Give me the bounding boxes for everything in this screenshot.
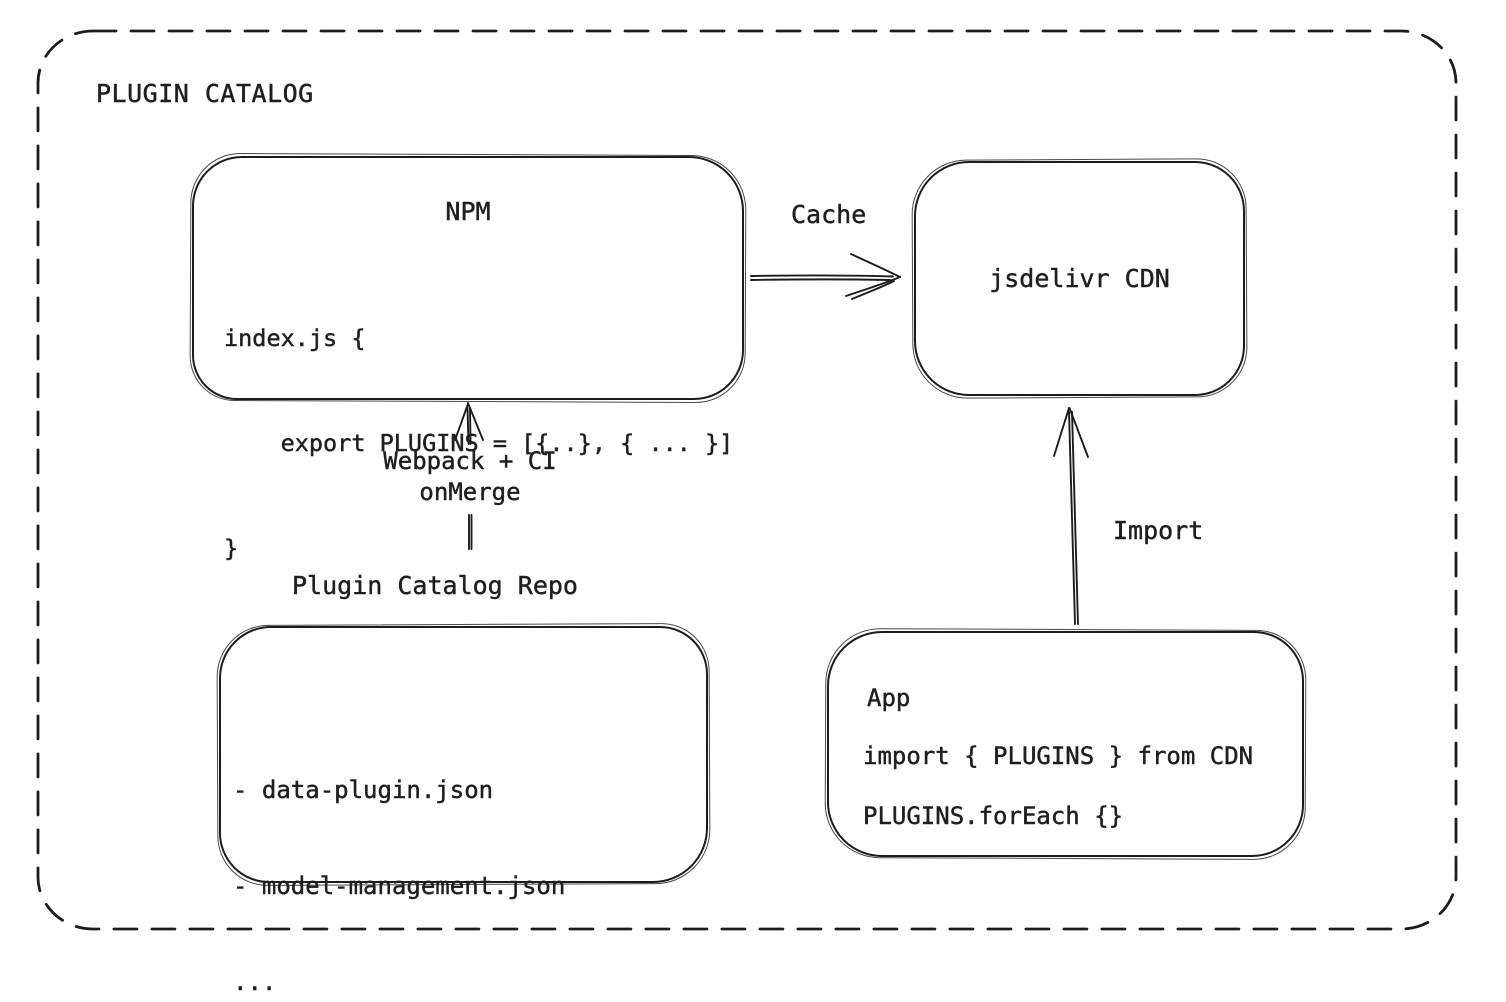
- npm-code-block: index.js { export PLUGINS = [{..}, { ...…: [224, 251, 734, 636]
- repo-file-list: - data-plugin.json - model-management.js…: [233, 710, 698, 1002]
- cache-arrow: [750, 253, 901, 300]
- app-code-line: import { PLUGINS } from CDN: [863, 742, 1254, 770]
- repo-node-label: Plugin Catalog Repo: [292, 571, 578, 600]
- npm-node: NPM index.js { export PLUGINS = [{..}, {…: [192, 156, 744, 562]
- build-arrow: [454, 402, 484, 550]
- npm-code-line: }: [224, 534, 239, 562]
- npm-code-line: index.js {: [224, 324, 366, 352]
- cdn-node-label: jsdelivr CDN: [989, 264, 1170, 293]
- build-edge-label-line: onMerge: [419, 478, 521, 506]
- app-node: App import { PLUGINS } from CDN PLUGINS.…: [827, 631, 1304, 857]
- app-code-line: PLUGINS.forEach {}: [863, 802, 1124, 830]
- app-node-title: App: [867, 684, 911, 712]
- import-arrow: [1053, 407, 1089, 625]
- npm-code-line: export PLUGINS = [{..}, { ... }]: [224, 429, 734, 457]
- repo-node: - data-plugin.json - model-management.js…: [219, 626, 708, 996]
- build-edge-label: Webpack + CI onMerge: [330, 446, 610, 508]
- plugin-catalog-frame-border: [36, 29, 1458, 931]
- build-edge-label-line: Webpack + CI: [383, 447, 557, 475]
- npm-node-title: NPM: [445, 197, 491, 226]
- repo-file-item: ...: [233, 968, 277, 996]
- frame-title: PLUGIN CATALOG: [96, 79, 314, 108]
- cdn-node: jsdelivr CDN: [914, 161, 1245, 396]
- repo-file-item: - model-management.json: [233, 872, 566, 900]
- import-edge-label: Import: [1113, 516, 1204, 545]
- repo-file-item: - data-plugin.json: [233, 776, 494, 804]
- cache-edge-label: Cache: [791, 200, 867, 229]
